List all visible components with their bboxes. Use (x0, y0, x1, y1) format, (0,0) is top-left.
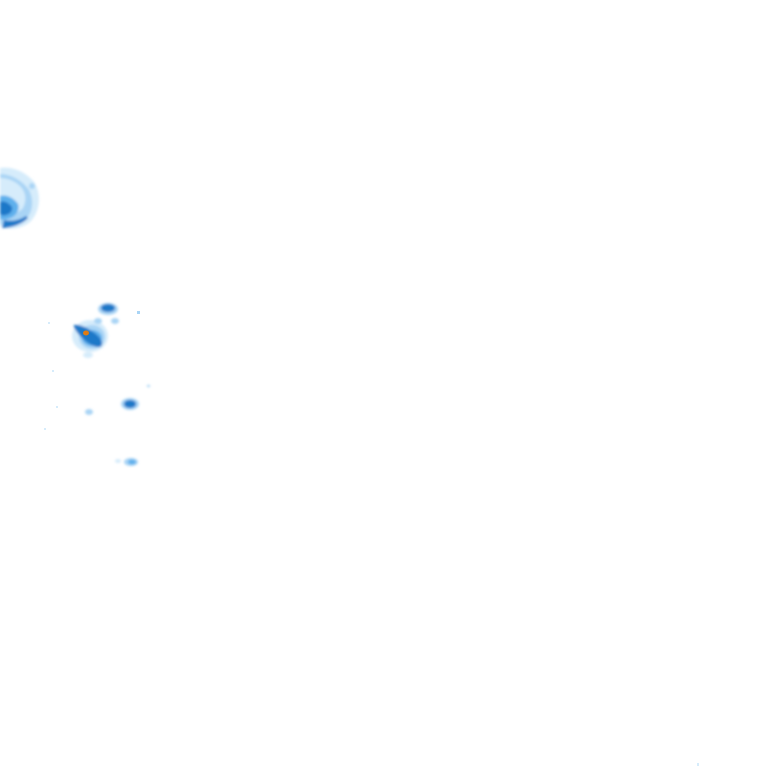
echo-speckles (44, 370, 699, 766)
echo-small-mid (85, 385, 150, 415)
echo-small-lower (115, 458, 138, 466)
echo-cluster-center-left (48, 303, 140, 358)
echo-cluster-upper-left (0, 167, 39, 229)
